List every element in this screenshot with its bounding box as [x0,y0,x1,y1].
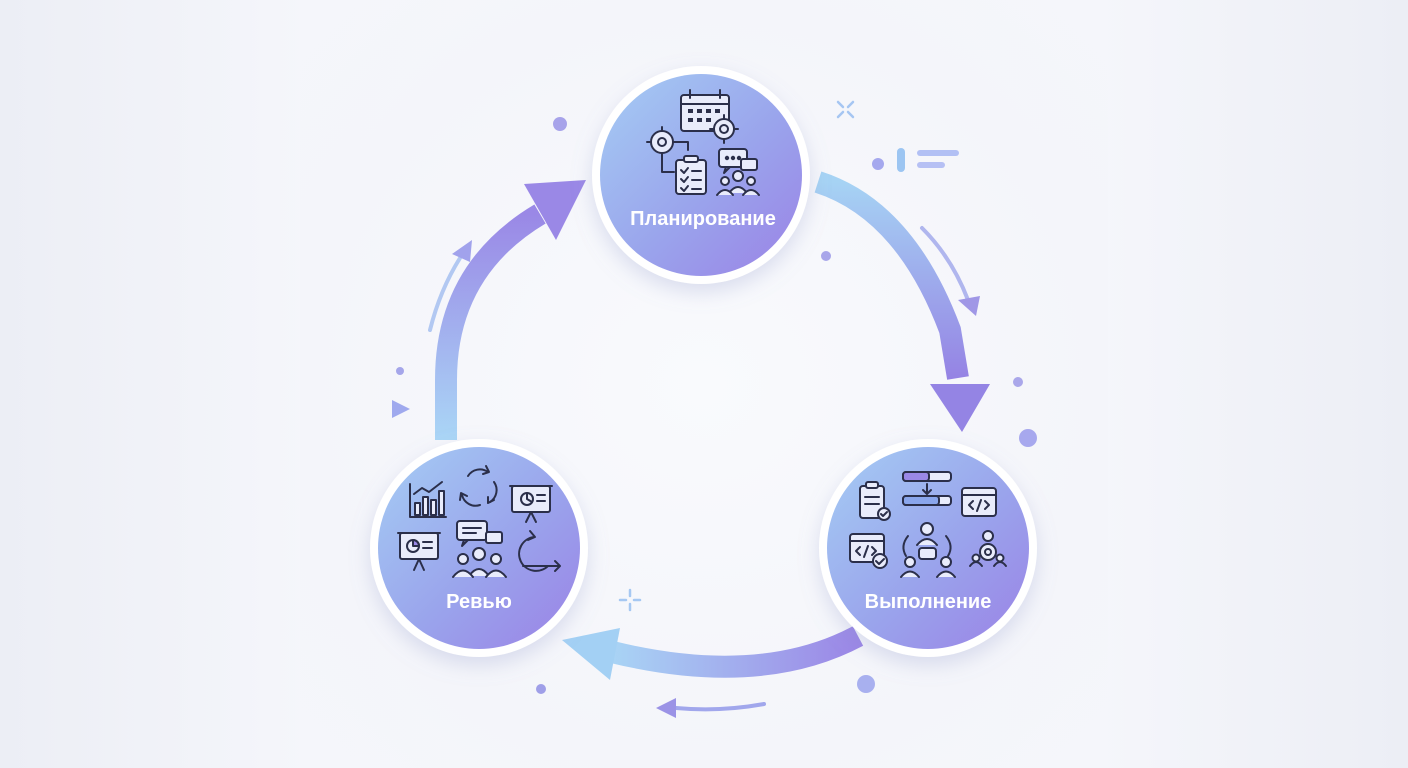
sparkle-icon [836,100,855,119]
flow-connector-icon [661,141,689,173]
decor-dot [553,117,567,131]
stage-node-review: Ревью [370,439,588,657]
decorative-elements [392,100,1037,694]
audience-icon [452,547,507,578]
decor-triangle [392,400,410,418]
execution-icons [849,471,1007,578]
decor-dot [396,367,404,375]
thin-arrow-left [428,240,472,332]
stage-node-execution: Выполнение [819,439,1037,657]
chat-icon [718,148,758,174]
task-checklist-icon [859,481,891,521]
gear-team-icon [969,530,1007,567]
stage-label-planning: Планирование [630,208,776,230]
sparkle-plus-icon [618,588,642,612]
code-window-icon [961,487,997,517]
iteration-icon [518,530,561,572]
stage-label-review: Ревью [446,591,512,613]
decor-dot [1019,429,1037,447]
pie-chart-board-icon [397,532,441,571]
arrow-review-to-planning [435,180,586,440]
stage-node-planning: Планирование [592,66,810,284]
planning-icons [646,89,760,196]
thin-arrow-bottom [656,698,766,718]
progress-bar-icon [902,471,952,506]
review-icons [397,465,561,578]
arrow-execution-to-review [562,626,864,680]
decor-dot [857,675,875,693]
thin-arrow-right [920,226,980,316]
code-check-icon [849,533,888,569]
gear-icon [709,114,739,144]
bar-chart-icon [409,481,447,518]
arrow-planning-to-execution [814,171,990,432]
decor-dot [536,684,546,694]
collaboration-icon [900,522,956,578]
checklist-icon [675,155,707,195]
team-icon [716,170,760,196]
decor-dot [821,251,831,261]
decor-lines-icon [872,148,959,172]
decor-dot [1013,377,1023,387]
discussion-icon [456,520,503,547]
refresh-icon [459,465,498,507]
presentation-icon [509,485,553,523]
stage-label-execution: Выполнение [865,591,992,613]
